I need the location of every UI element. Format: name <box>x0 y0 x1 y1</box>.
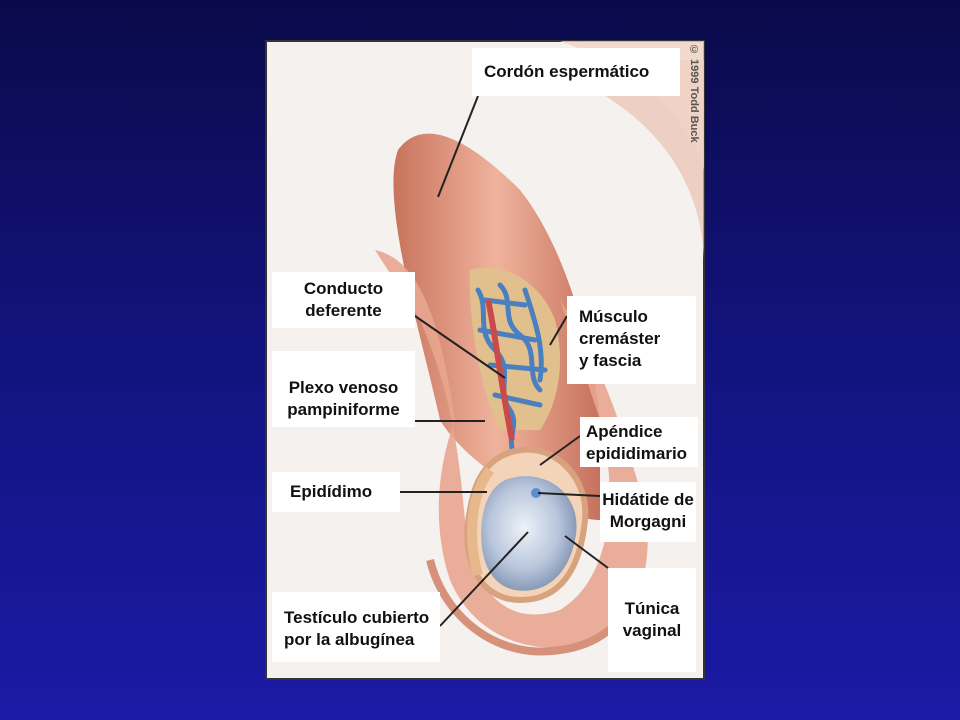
label-hidatide-morgagni: Hidátide de Morgagni <box>600 482 696 542</box>
epididymis <box>467 466 495 577</box>
copyright-text: © 1999 Todd Buck <box>688 44 700 143</box>
label-plexo-venoso: Plexo venoso pampiniforme <box>272 351 415 427</box>
label-apendice-epididimario: Apéndice epididimario <box>580 417 698 467</box>
label-tunica-vaginal: Túnica vaginal <box>608 568 696 672</box>
label-testiculo: Testículo cubierto por la albugínea <box>272 592 440 662</box>
leader-lines <box>400 95 609 627</box>
vas-deferens <box>485 299 515 441</box>
label-conducto-deferente: Conducto deferente <box>272 272 415 328</box>
hydatid-of-morgagni <box>531 488 541 498</box>
label-epididimo: Epidídimo <box>272 472 400 512</box>
testis <box>481 476 577 591</box>
label-musculo-cremaster: Músculo cremáster y fascia <box>567 296 696 384</box>
label-cordon-espermatico: Cordón espermático <box>472 48 680 96</box>
skin-fold <box>520 60 704 260</box>
